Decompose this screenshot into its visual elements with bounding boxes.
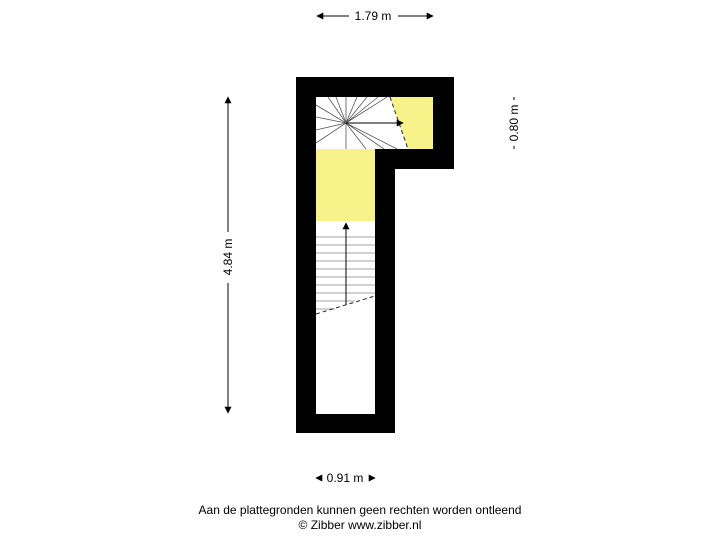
- dimension-label-top: 1.79 m: [355, 9, 392, 23]
- copyright-text: © Zibber www.zibber.nl: [298, 518, 422, 532]
- walls: [296, 77, 454, 433]
- landing-dash-line: [389, 96, 409, 150]
- dimension-label-bottom: 0.91 m: [327, 471, 364, 485]
- disclaimer-text: Aan de plattegronden kunnen geen rechten…: [198, 503, 522, 517]
- landing-middle: [316, 149, 375, 221]
- dimension-label-right: 0.80 m: [507, 105, 521, 142]
- dimension-label-left: 4.84 m: [221, 239, 235, 276]
- winding-stair: [315, 96, 398, 150]
- landing-top-right: [390, 97, 433, 149]
